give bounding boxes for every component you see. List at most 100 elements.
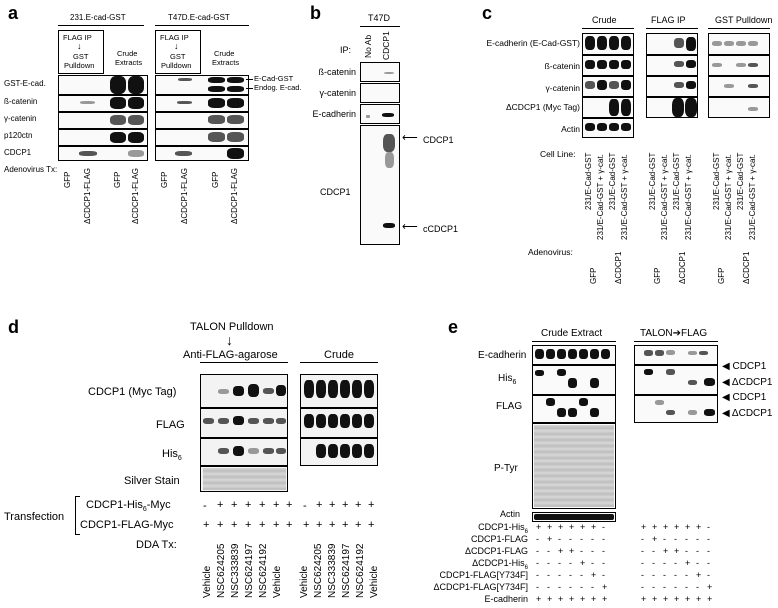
c-band: [609, 81, 619, 89]
c-header-crude: Crude: [592, 15, 617, 25]
e-sign: +: [707, 594, 713, 604]
e-sign: -: [707, 522, 710, 532]
d-sign: +: [231, 519, 238, 531]
c-row-bcat: ß-catenin: [544, 61, 580, 71]
e-sign: +: [591, 570, 597, 580]
e-sign: +: [580, 594, 586, 604]
e-sign: +: [652, 594, 658, 604]
a-band: [128, 115, 144, 125]
e-sign: -: [602, 570, 605, 580]
c-adeno-dcdcp1: ΔCDCP1: [614, 251, 623, 284]
e-band: [666, 350, 675, 355]
d-sign: +: [203, 519, 210, 531]
d-sign: +: [245, 519, 252, 531]
e-band: [699, 351, 708, 355]
c-adeno-label: Adenovirus:: [528, 247, 573, 257]
a-box-line2: GST: [73, 52, 89, 61]
a-row-bcatenin: ß-catenin: [4, 97, 38, 106]
a-header-t47d: T47D.E-cad-GST: [168, 13, 230, 22]
a-band: [110, 115, 126, 125]
d-blot-pd-cdcp1: [200, 374, 288, 408]
e-band: [568, 408, 577, 417]
e-sign: -: [641, 582, 644, 592]
e-right-label-text: ΔCDCP1: [731, 377, 773, 388]
c-band: [748, 84, 758, 88]
d-band: [364, 444, 374, 458]
e-row-actin: Actin: [500, 509, 521, 519]
a-lane-label: GFP: [160, 171, 169, 188]
e-sign: -: [674, 570, 677, 580]
a-flagip-box-231: [58, 30, 104, 74]
a-lane-label: GFP: [63, 171, 72, 188]
a-row-cdcp1: CDCP1: [4, 148, 32, 157]
e-sign: -: [707, 534, 710, 544]
b-row-bcat: ß-catenin: [318, 67, 356, 77]
c-band: [736, 63, 746, 67]
d-lane-label: Vehicle: [369, 565, 380, 598]
a-header-line-231: [58, 25, 144, 26]
e-cond-label: CDCP1-FLAG: [470, 534, 528, 544]
d-sign: +: [273, 519, 280, 531]
b-arrow-cdcp1-icon: ⟵: [402, 132, 418, 144]
d-band: [203, 418, 214, 424]
a-box-line1: FLAG IP: [63, 33, 92, 42]
d-sign: +: [316, 519, 323, 531]
d-band: [276, 385, 286, 396]
c-band: [748, 107, 758, 111]
d-lane-label: NSC624205: [313, 543, 324, 598]
e-row-ecad: E-cadherin: [478, 350, 527, 361]
e-sign: +: [558, 594, 564, 604]
b-row-gcat: γ-catenin: [319, 88, 356, 98]
e-band: [557, 408, 566, 417]
c-lane-label: 231/E-Cad-GST: [672, 152, 681, 210]
d-sign: +: [245, 499, 252, 511]
e-sign: -: [569, 570, 572, 580]
a-band: [175, 151, 192, 156]
panel-e-label: e: [448, 317, 459, 337]
e-cond-label: ΔCDCP1-FLAG: [464, 546, 528, 556]
e-sign: -: [536, 546, 539, 556]
c-band: [674, 61, 684, 67]
d-crude: Crude: [324, 349, 354, 361]
e-cond-label: ΔCDCP1-His6: [472, 558, 528, 571]
d-t-his: CDCP1-His6-Myc: [86, 499, 171, 514]
e-sign: -: [580, 582, 583, 592]
d-band: [328, 414, 338, 428]
e-sign: -: [580, 570, 583, 580]
e-band: [535, 349, 544, 359]
e-sign: -: [602, 534, 605, 544]
e-sign: -: [663, 570, 666, 580]
e-sign: +: [685, 522, 691, 532]
c-lane-label: 231/E-Cad-GST: [648, 152, 657, 210]
e-right-label-text: CDCP1: [732, 392, 767, 403]
e-band: [704, 378, 715, 386]
c-band: [724, 84, 734, 88]
c-header-line-flagip: [646, 28, 698, 29]
d-lane-label: Vehicle: [272, 565, 283, 598]
e-row-ptyr: P-Tyr: [494, 463, 518, 474]
e-sign: -: [674, 582, 677, 592]
e-sign: -: [652, 546, 655, 556]
e-sign: +: [591, 522, 597, 532]
b-header: T47D: [368, 13, 391, 23]
e-sign: -: [685, 582, 688, 592]
e-sign: -: [707, 558, 710, 568]
c-adeno-dcdcp1: ΔCDCP1: [742, 251, 751, 284]
d-sign: +: [329, 519, 336, 531]
e-actin-band: [534, 514, 614, 520]
e-cond-label: CDCP1-His6: [478, 522, 528, 535]
c-band: [585, 60, 595, 69]
a-crude-t47d-1: Crude: [214, 49, 235, 58]
e-sign: +: [602, 582, 608, 592]
d-lane-label: NSC624205: [216, 543, 227, 598]
d-sign: +: [286, 499, 293, 511]
d-band: [218, 418, 229, 424]
d-arrow: ↓: [226, 332, 233, 348]
b-arrow-ccdcp1-icon: ⟵: [402, 221, 418, 233]
e-sign: +: [591, 594, 597, 604]
a-band: [177, 101, 192, 104]
d-sign: +: [231, 499, 238, 511]
d-band: [316, 444, 326, 458]
d-band: [233, 386, 244, 396]
d-lane-label: NSC624197: [244, 543, 255, 598]
